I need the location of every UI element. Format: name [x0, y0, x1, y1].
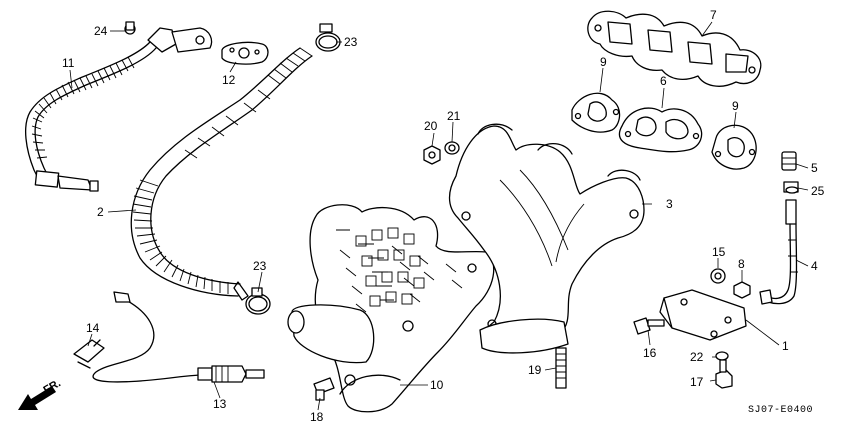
bolt-part-18	[313, 377, 335, 401]
callout-2: 2	[97, 205, 104, 219]
bracket-part-1	[659, 289, 747, 341]
fitting-part-5	[781, 151, 797, 171]
heat-shield-part-10	[287, 204, 495, 413]
callout-17: 17	[690, 375, 704, 389]
callout-3: 3	[666, 197, 673, 211]
nut-part-8	[733, 281, 751, 299]
gasket-part-9-left	[571, 92, 621, 133]
gasket-part-7	[587, 10, 762, 87]
callout-labels: 24 11 12 23 2 23 14 13 18 10 19 20 21 3 …	[62, 8, 825, 424]
callout-6: 6	[660, 74, 667, 88]
plate-part-12	[221, 41, 269, 65]
gasket-part-9-right	[711, 124, 757, 170]
gasket-part-6	[618, 107, 703, 153]
callout-15: 15	[712, 245, 726, 259]
callout-21: 21	[447, 109, 461, 123]
callout-19: 19	[528, 363, 542, 377]
callout-13: 13	[213, 397, 227, 411]
bolt-part-16	[633, 317, 665, 335]
callout-11: 11	[62, 56, 75, 70]
callout-9-right: 9	[732, 99, 739, 113]
washer-part-21	[444, 141, 460, 155]
pipe-part-4	[759, 199, 798, 305]
callout-24: 24	[94, 24, 108, 38]
callout-7: 7	[710, 8, 717, 22]
bolt-part-17	[715, 359, 733, 389]
nut-part-15	[710, 268, 726, 284]
callout-23-lower: 23	[253, 259, 267, 273]
clamp-part-23-upper	[315, 23, 341, 52]
callout-5: 5	[811, 161, 818, 175]
fitting-part-25	[783, 181, 799, 194]
callout-23-upper: 23	[344, 35, 358, 49]
leader-lines	[69, 21, 809, 411]
callout-9-left: 9	[600, 55, 607, 69]
nut-part-20	[423, 145, 441, 165]
clamp-part-23-lower	[245, 287, 271, 315]
callout-14: 14	[86, 321, 100, 335]
hose-part-11	[24, 21, 213, 192]
callout-8: 8	[738, 257, 745, 271]
front-direction-arrow: FR.	[18, 377, 63, 410]
catalog-code: SJ07-E0400	[748, 405, 813, 416]
stud-part-19	[555, 347, 567, 389]
callout-25: 25	[811, 184, 825, 198]
oxygen-sensor-part-13	[92, 291, 265, 383]
callout-16: 16	[643, 346, 657, 360]
hose-part-2	[130, 47, 313, 301]
callout-4: 4	[811, 259, 818, 273]
callout-10: 10	[430, 378, 444, 392]
callout-12: 12	[222, 73, 236, 87]
exhaust-manifold-part-3	[448, 123, 645, 354]
clip-part-14	[73, 339, 105, 369]
callout-22: 22	[690, 350, 704, 364]
washer-part-22	[715, 351, 729, 361]
callout-20: 20	[424, 119, 438, 133]
callout-18: 18	[310, 410, 324, 424]
callout-1: 1	[782, 339, 789, 353]
direction-label: FR.	[42, 377, 63, 396]
